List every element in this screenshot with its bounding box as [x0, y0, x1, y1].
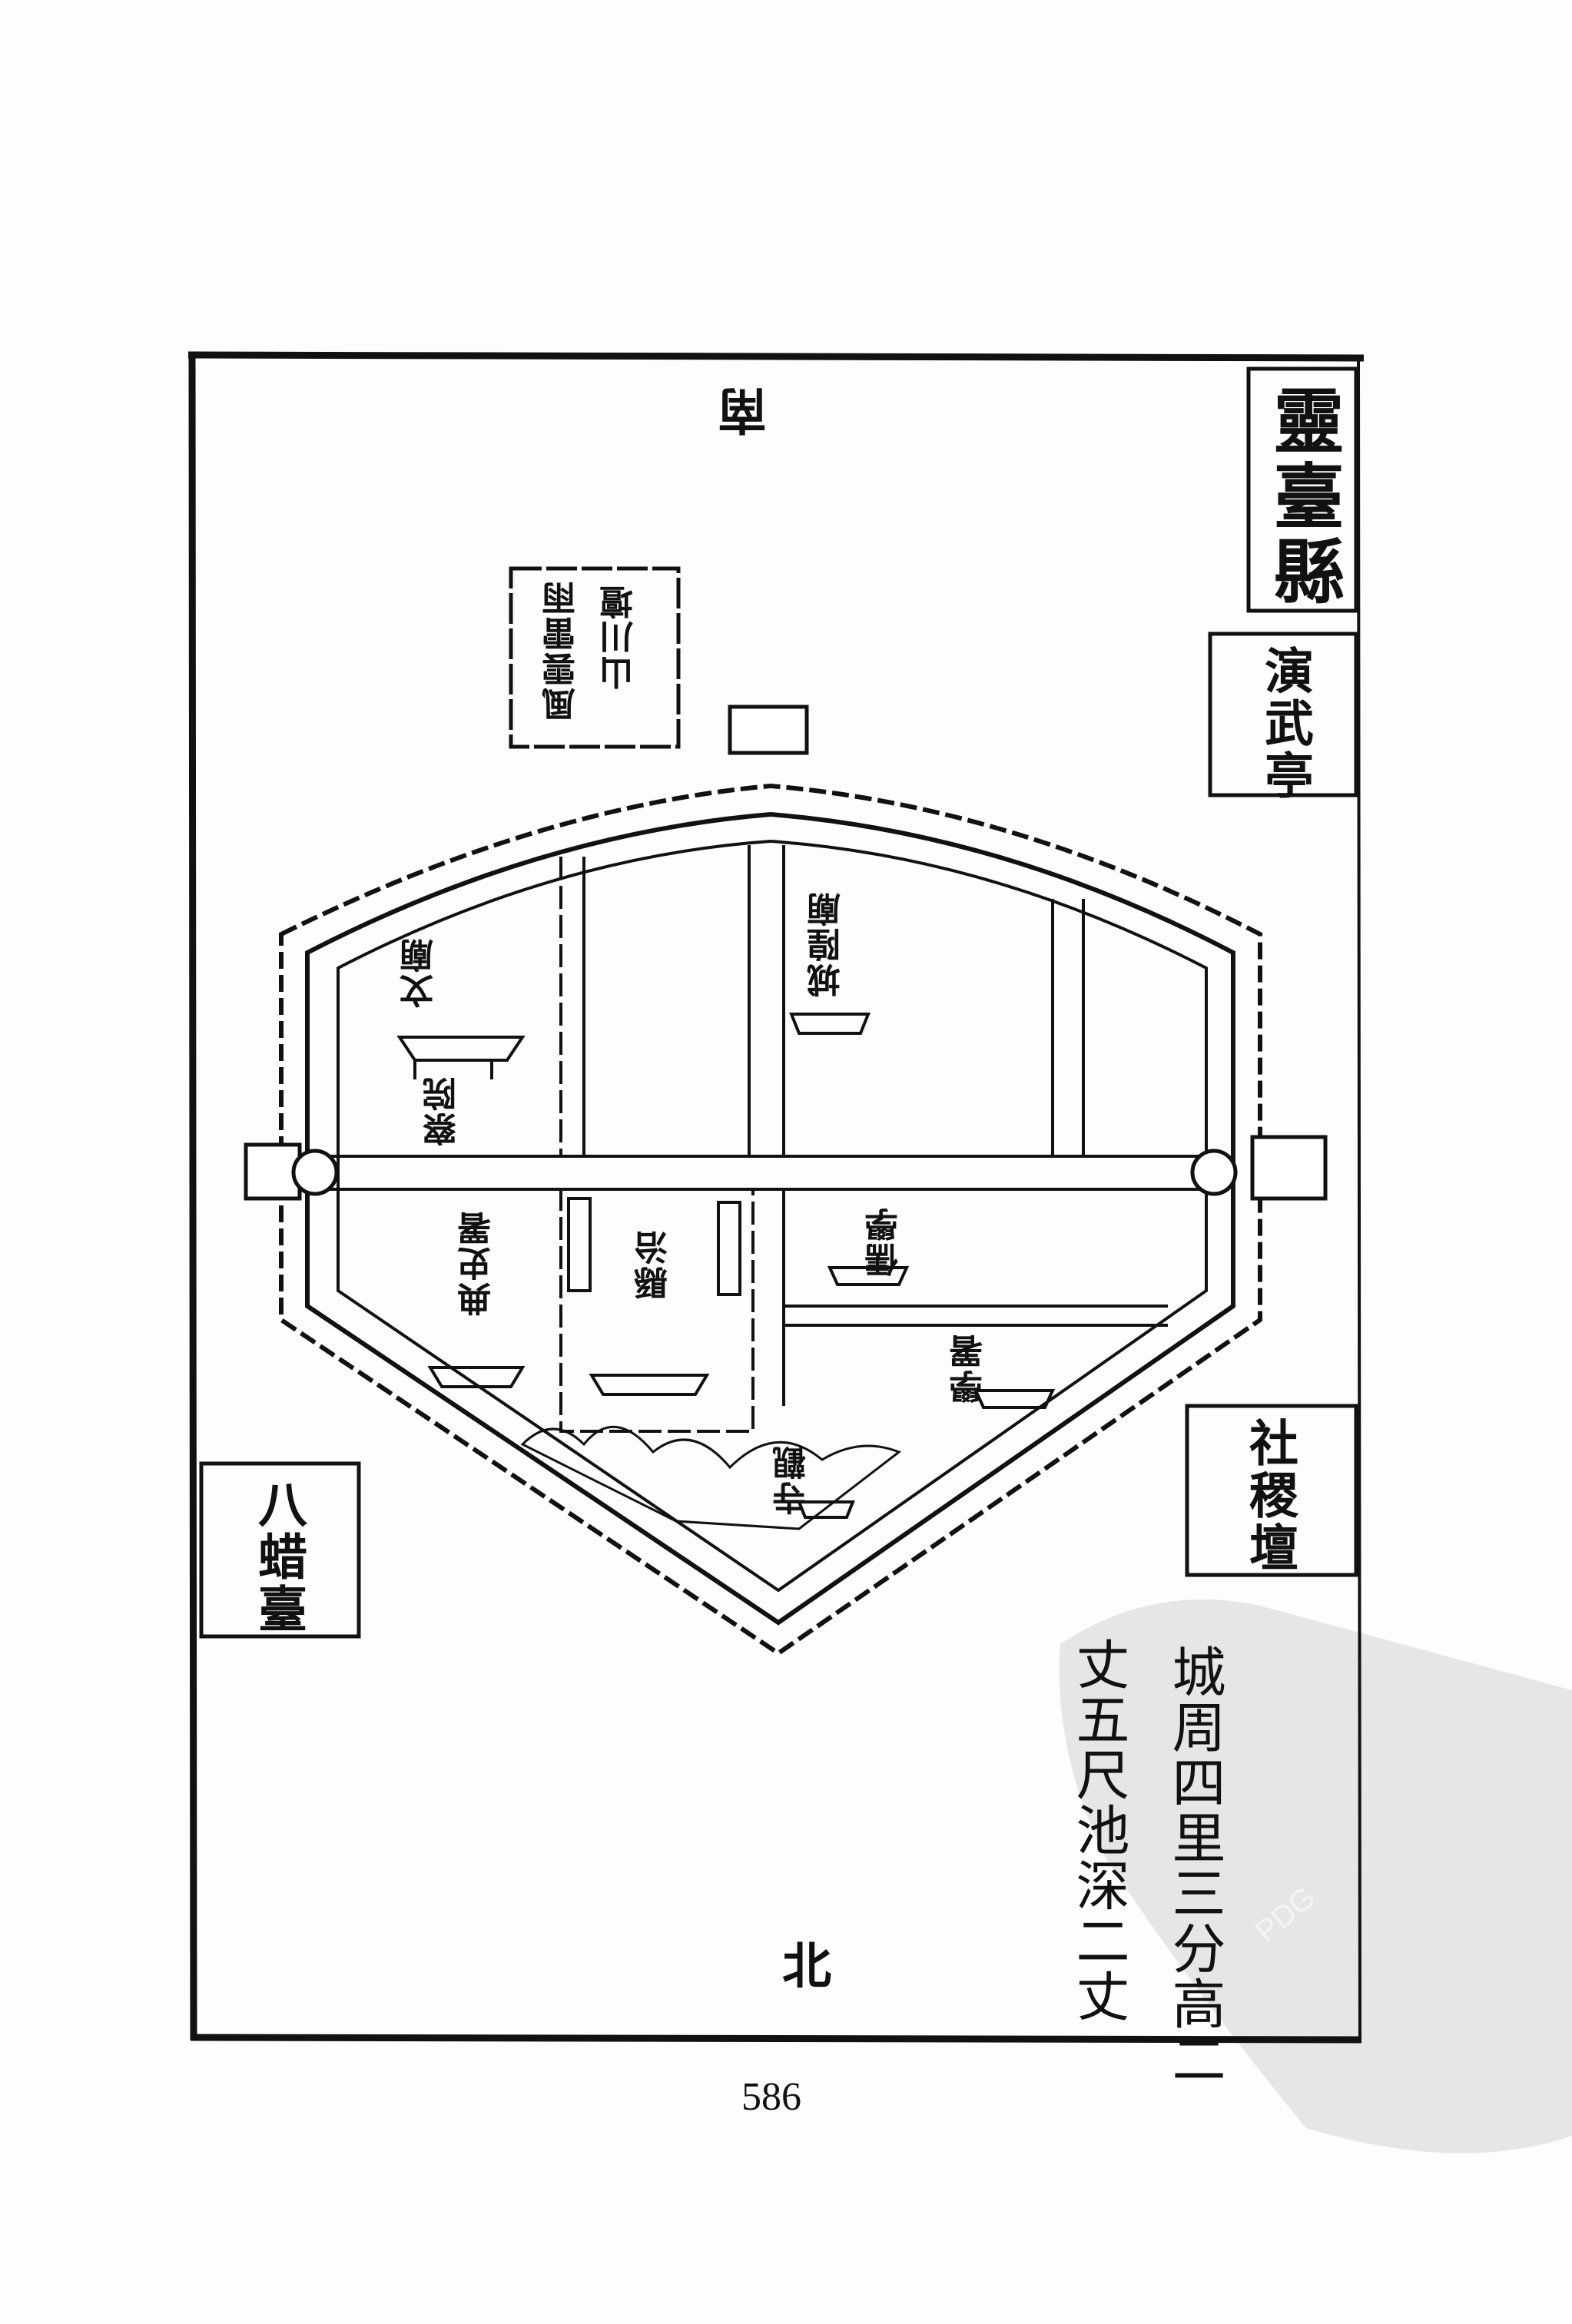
city-wall-note-line-2: 丈五尺池深二丈 [1067, 1636, 1130, 2024]
label-school: 儒學 [865, 1206, 904, 1277]
label-altar-soil-grain: 社稷壇 [1241, 1417, 1298, 1574]
west-gate [244, 1142, 302, 1201]
city-wall-note-line-1: 城周四里三分高二 [1163, 1644, 1226, 2087]
watermark-seal [1059, 1599, 1572, 2153]
bazha-terrace-box [199, 1461, 361, 1639]
label-temple-north: 城隍廟 [808, 891, 847, 997]
page-number: 586 [741, 2075, 801, 2119]
hills [520, 1425, 902, 1530]
gates [244, 704, 1328, 1201]
east-gate [1250, 1135, 1328, 1201]
top-left-altar-box [509, 566, 681, 749]
label-school-east: 學署 [950, 1333, 989, 1404]
altar-soil-grain-box [1185, 1404, 1358, 1577]
label-office-west: 察院 [423, 1076, 463, 1146]
label-top-left-altar-2: 山川壇 [600, 584, 639, 690]
label-temple-west: 文廟 [400, 937, 439, 1008]
parade-pavilion-box [1208, 632, 1358, 797]
streets [315, 845, 1229, 1433]
label-monastery: 寺觀 [773, 1444, 812, 1515]
label-county-yamen: 縣治 [635, 1229, 674, 1300]
label-yamen-left: 典史署 [458, 1210, 497, 1316]
label-top-left-altar-1: 風雲雷雨 [542, 580, 582, 721]
page-frame [187, 351, 1365, 2044]
buildings [396, 1013, 1056, 1519]
title-box [1246, 366, 1358, 613]
label-south: 南 [718, 384, 775, 436]
map-title: 靈臺縣 [1262, 384, 1345, 610]
label-bazha-terrace: 八蜡臺 [250, 1479, 307, 1636]
city-wall [279, 783, 1262, 1656]
south-gate [728, 704, 809, 755]
label-parade-pavilion: 演武亭 [1256, 645, 1314, 802]
label-north: 北 [774, 1940, 831, 1992]
